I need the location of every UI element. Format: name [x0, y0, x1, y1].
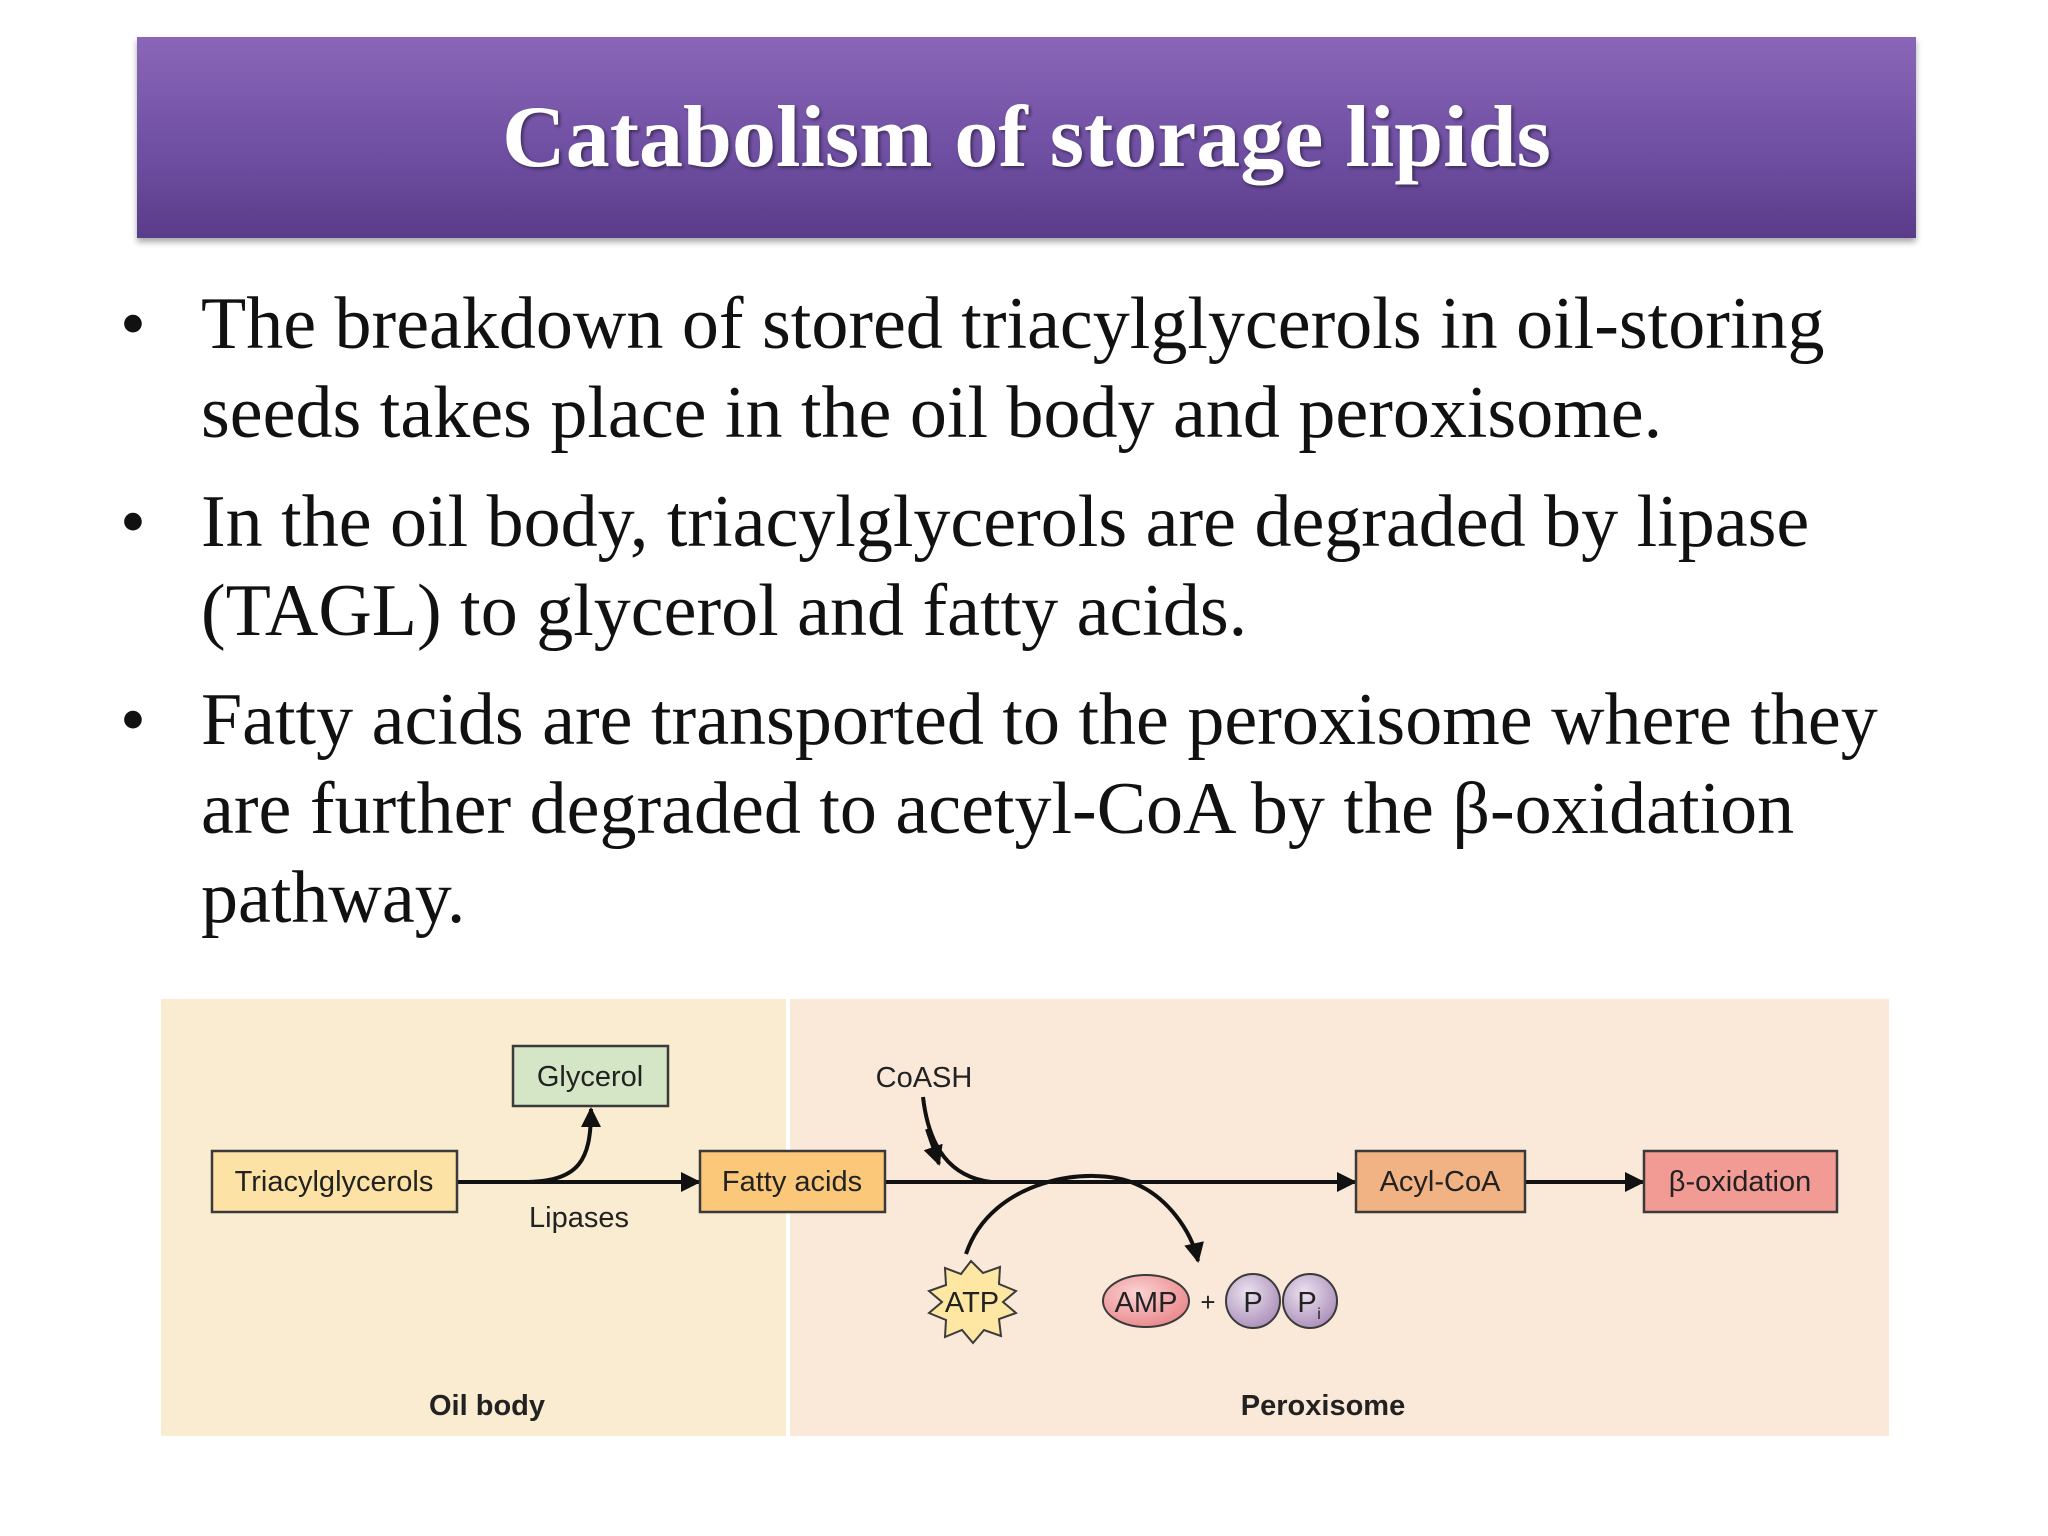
fatty-acids-node: Fatty acids: [698, 1149, 887, 1214]
coash-arrow-tip: [923, 1128, 943, 1166]
peroxisome-label: Peroxisome: [1241, 1390, 1405, 1422]
peroxisome-region: [790, 999, 1889, 1436]
bullet-dot: •: [120, 283, 146, 365]
atp-label: ATP: [945, 1287, 999, 1319]
lipid-catabolism-diagram: Triacylglycerols Glycerol Lipases Fatty …: [161, 999, 1889, 1436]
atp-amp-arrow: [964, 1173, 1204, 1263]
inorganic-phosphate-subscript: i: [1317, 1306, 1321, 1323]
glycerol-branch-arrow: [522, 1107, 601, 1184]
acyl-coa-label: Acyl-CoA: [1380, 1166, 1502, 1198]
bullet-line: The breakdown of stored triacylglycerols…: [201, 283, 1825, 365]
beta-oxidation-label: β-oxidation: [1669, 1166, 1811, 1198]
bullet-line: (TAGL) to glycerol and fatty acids.: [201, 570, 1248, 652]
slide-title: Catabolism of storage lipids: [502, 89, 1551, 186]
atp-node: ATP: [927, 1259, 1018, 1345]
beta-oxidation-node: β-oxidation: [1642, 1149, 1839, 1214]
glycerol-node: Glycerol: [511, 1044, 670, 1108]
glycerol-label: Glycerol: [537, 1061, 643, 1093]
bullet-line: In the oil body, triacylglycerols are de…: [201, 481, 1810, 563]
bullet-dot: •: [120, 679, 146, 761]
inorganic-phosphate-label: P: [1297, 1287, 1316, 1319]
amp-label: AMP: [1115, 1287, 1178, 1319]
bullet-item: • In the oil body, triacylglycerols are …: [120, 478, 1950, 656]
fatty-acids-label: Fatty acids: [722, 1166, 862, 1198]
phosphate-label: P: [1243, 1287, 1262, 1319]
bullet-line: are further degraded to acetyl-CoA by th…: [201, 768, 1795, 850]
plus-sign: +: [1200, 1287, 1215, 1317]
triacylglycerols-label: Triacylglycerols: [235, 1166, 434, 1198]
inorganic-phosphate-node: P i: [1282, 1273, 1338, 1329]
amp-node: AMP: [1102, 1274, 1190, 1328]
phosphate-node: P: [1225, 1273, 1281, 1329]
oil-body-label: Oil body: [429, 1390, 545, 1422]
bullet-item: • The breakdown of stored triacylglycero…: [120, 280, 1950, 458]
bullet-item: • Fatty acids are transported to the per…: [120, 676, 1950, 943]
triacylglycerols-node: Triacylglycerols: [210, 1149, 459, 1214]
oil-body-region: [161, 999, 786, 1436]
title-bar: Catabolism of storage lipids: [137, 37, 1916, 238]
coash-label: CoASH: [876, 1062, 973, 1094]
bullet-line: seeds takes place in the oil body and pe…: [201, 372, 1663, 454]
acyl-coa-node: Acyl-CoA: [1354, 1149, 1527, 1214]
bullet-line: Fatty acids are transported to the perox…: [201, 679, 1878, 761]
bullet-line: pathway.: [201, 857, 466, 939]
lipases-label: Lipases: [529, 1202, 629, 1234]
bullet-list: • The breakdown of stored triacylglycero…: [120, 280, 1950, 963]
bullet-dot: •: [120, 481, 146, 563]
coash-arrow: [921, 1096, 992, 1184]
